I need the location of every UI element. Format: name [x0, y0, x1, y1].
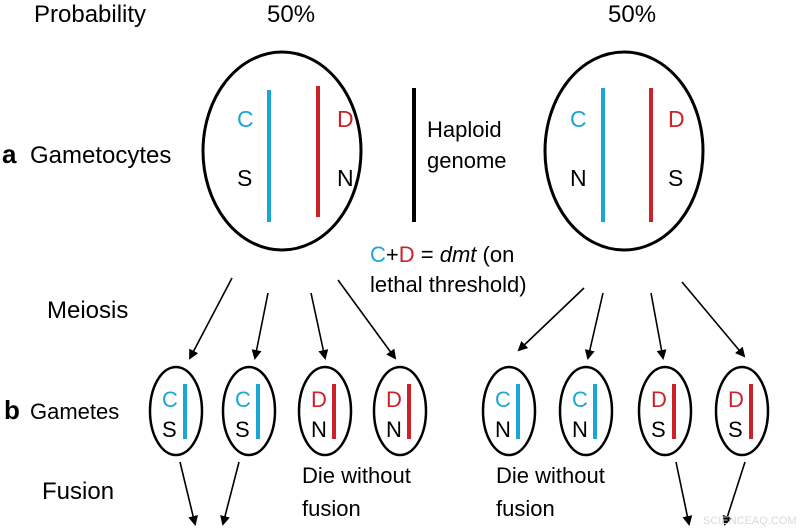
meiosis-arrows — [189, 277, 746, 360]
meiosis-arrow — [681, 281, 746, 358]
die-right-line2: fusion — [496, 496, 555, 521]
gametocyte-right-allele-d: D — [668, 106, 685, 132]
haploid-label-line1: Haploid — [427, 117, 502, 142]
dmt-note-eq: = — [415, 242, 440, 267]
meiosis-arrow — [517, 287, 585, 352]
gamete-cell: CN — [558, 365, 614, 457]
dmt-note-c: C — [370, 242, 386, 267]
gamete-outline — [558, 365, 614, 457]
dmt-note-d: D — [399, 242, 415, 267]
gamete-outline — [637, 365, 693, 457]
gametocytes-label: Gametocytes — [30, 142, 171, 169]
gametocyte-right-cell — [543, 50, 705, 252]
gamete-cell: DN — [372, 365, 428, 457]
dmt-note-plus: + — [386, 242, 399, 267]
gamete-allele-bottom: N — [386, 417, 402, 442]
die-left-line1: Die without — [302, 463, 411, 488]
gametes-label: Gametes — [30, 399, 119, 424]
gamete-outline — [148, 365, 204, 457]
gamete-allele-bottom: S — [728, 417, 743, 442]
gamete-outline — [221, 365, 277, 457]
gamete-allele-bottom: S — [235, 417, 250, 442]
meiosis-arrow — [337, 279, 397, 360]
fusion-arrow — [179, 461, 198, 526]
meiosis-arrow — [310, 292, 329, 360]
gamete-cell: CN — [481, 365, 537, 457]
gamete-cell: CS — [221, 365, 277, 457]
gametocyte-left-allele-c: C — [237, 106, 254, 132]
gamete-allele-bottom: N — [311, 417, 327, 442]
gamete-allele-bottom: S — [162, 417, 177, 442]
row-b-letter: b — [4, 395, 20, 425]
gamete-cell: DS — [714, 365, 770, 457]
percent-right: 50% — [608, 1, 656, 28]
dmt-note-paren: (on — [476, 242, 514, 267]
row-a-letter: a — [2, 139, 17, 169]
meiosis-arrow — [584, 292, 604, 360]
die-right-line1: Die without — [496, 463, 605, 488]
fusion-arrows — [179, 461, 746, 526]
gametocyte-right-allele-c: C — [570, 106, 587, 132]
gamete-allele-top: C — [235, 387, 251, 412]
meiosis-arrow — [189, 277, 233, 360]
gamete-allele-top: C — [162, 387, 178, 412]
gamete-allele-top: C — [572, 387, 588, 412]
gamete-allele-top: D — [311, 387, 327, 412]
gamete-allele-bottom: S — [651, 417, 666, 442]
gametocyte-right-allele-s: S — [668, 165, 683, 191]
dmt-note-dmt: dmt — [440, 242, 478, 267]
gamete-allele-top: C — [495, 387, 511, 412]
gamete-outline — [714, 365, 770, 457]
gametocyte-right-allele-n: N — [570, 165, 587, 191]
gametocyte-left-allele-s: S — [237, 165, 252, 191]
gamete-outline — [297, 365, 353, 457]
meiosis-arrow — [650, 292, 667, 360]
gamete-allele-top: D — [728, 387, 744, 412]
gamete-cell: DS — [637, 365, 693, 457]
fusion-label: Fusion — [42, 478, 114, 505]
fusion-arrow — [675, 461, 693, 526]
haploid-label-line2: genome — [427, 148, 507, 173]
percent-left: 50% — [267, 1, 315, 28]
dmt-note-line1: C+D = dmt (on — [370, 242, 514, 267]
gametocyte-left-cell — [201, 50, 363, 252]
die-left-line2: fusion — [302, 496, 361, 521]
meiosis-label: Meiosis — [47, 297, 128, 324]
fusion-arrow — [220, 461, 240, 526]
watermark-text: SCIENCEAQ.COM — [703, 515, 797, 527]
gamete-cell: DN — [297, 365, 353, 457]
dmt-note-line2: lethal threshold) — [370, 272, 527, 297]
gametocyte-left-allele-d: D — [337, 106, 354, 132]
gamete-outline — [481, 365, 537, 457]
probability-label: Probability — [34, 1, 146, 28]
gamete-allele-bottom: N — [572, 417, 588, 442]
gamete-allele-top: D — [651, 387, 667, 412]
meiosis-arrow — [251, 292, 269, 360]
gamete-allele-top: D — [386, 387, 402, 412]
gamete-outline — [372, 365, 428, 457]
fusion-arrow — [722, 461, 746, 526]
gamete-allele-bottom: N — [495, 417, 511, 442]
gametocyte-left-allele-n: N — [337, 165, 354, 191]
gamete-cell: CS — [148, 365, 204, 457]
